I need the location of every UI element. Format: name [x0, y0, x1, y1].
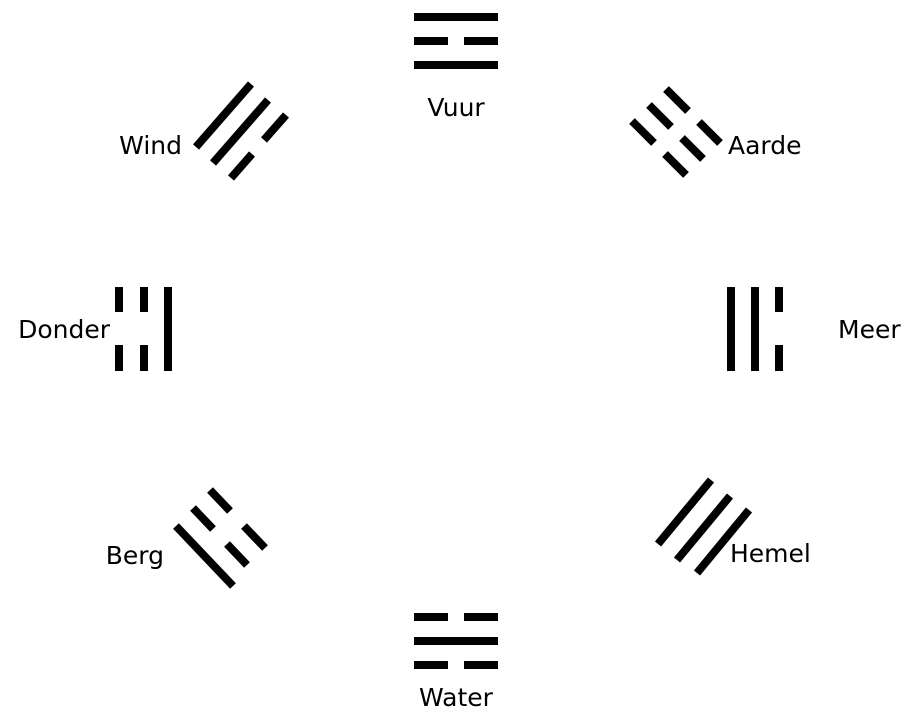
- trigram-vuur-symbol: [414, 13, 498, 69]
- trigram-berg-symbol: [173, 487, 268, 589]
- trigram-hemel-label: Hemel: [730, 539, 811, 568]
- trigram-meer-label: Meer: [838, 315, 901, 344]
- trigram-vuur-label: Vuur: [427, 93, 485, 122]
- trigram-donder-symbol: [115, 287, 172, 371]
- trigram-aarde: Aarde: [629, 86, 802, 178]
- trigram-wind: Wind: [119, 81, 290, 181]
- trigram-berg: Berg: [106, 487, 268, 589]
- trigram-donder-label: Donder: [18, 315, 111, 344]
- trigram-wind-label: Wind: [119, 131, 182, 160]
- trigram-aarde-label: Aarde: [728, 131, 802, 160]
- trigram-meer-symbol: [727, 287, 783, 371]
- trigram-aarde-symbol: [629, 86, 723, 178]
- trigram-wind-symbol: [192, 81, 290, 181]
- trigram-donder: Donder: [18, 287, 172, 371]
- trigram-water-symbol: [414, 613, 498, 669]
- trigram-water-label: Water: [419, 683, 494, 712]
- trigram-berg-label: Berg: [106, 541, 164, 570]
- trigram-hemel: Hemel: [654, 477, 811, 576]
- trigram-water: Water: [414, 613, 498, 712]
- trigram-vuur: Vuur: [414, 13, 498, 122]
- trigram-hemel-symbol: [654, 477, 753, 576]
- trigram-meer: Meer: [727, 287, 901, 371]
